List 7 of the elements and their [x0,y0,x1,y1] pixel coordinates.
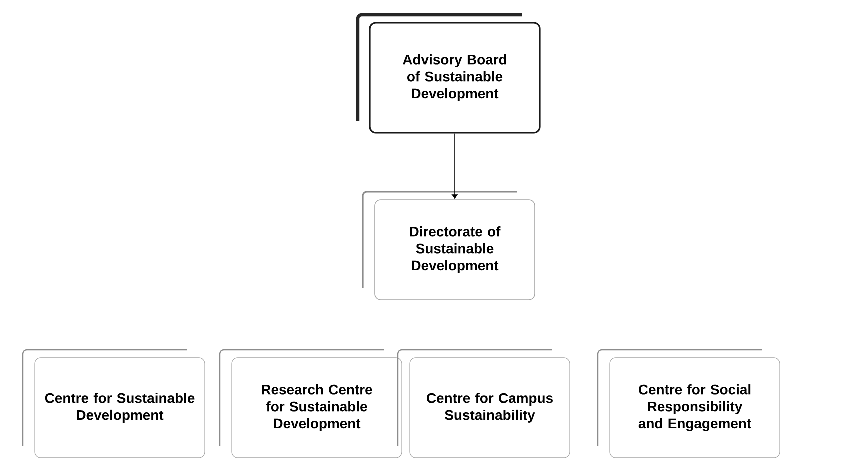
org-box: Centre for Sustainable Development [22,349,206,458]
org-box: Centre for Social Responsibility and Engagement [597,349,780,458]
org-box: Advisory Board of Sustainable Development [356,13,541,134]
org-box: Centre for Campus Sustainability [397,349,570,458]
org-box: Directorate of Sustainable Development [362,191,536,300]
org-box: Research Centre for Sustainable Development [219,349,402,458]
arrow [452,133,458,200]
